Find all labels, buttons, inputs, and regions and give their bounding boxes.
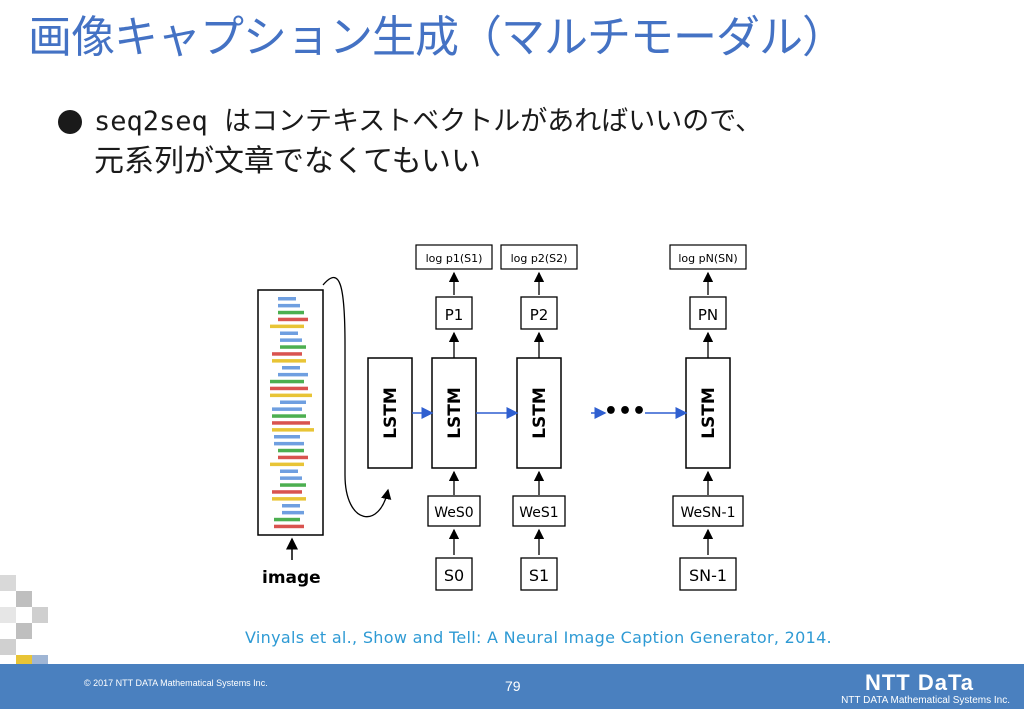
input-token-box (435, 557, 473, 591)
cnn-layer (272, 352, 302, 356)
bullet-dot-icon (58, 110, 82, 134)
brand-logo: NTT DaTa (864, 670, 974, 695)
cnn-layer (282, 510, 304, 515)
citation: Vinyals et al., Show and Tell: A Neural … (245, 628, 832, 647)
encoder-lstm-label: LSTM (381, 387, 401, 439)
cnn-layer (278, 455, 308, 460)
cnn-layer (278, 448, 304, 453)
image-label: image (262, 568, 321, 588)
input-token-box (520, 557, 558, 591)
cnn-layer (278, 303, 300, 308)
decoder-lstm-label: LSTM (699, 387, 719, 439)
cnn-to-lstm-connector (322, 276, 392, 518)
cnn-layer (270, 324, 304, 329)
log-prob-label: log p1(S1) (426, 252, 483, 265)
bullet-line-2: 元系列が文章でなくてもいい (94, 144, 481, 179)
cnn-layer (270, 462, 304, 467)
cnn-layer (270, 379, 304, 384)
cnn-layer (278, 317, 308, 322)
input-token-label: SN-1 (689, 566, 727, 585)
decoder-column: log pN(SN) PN LSTM WeSN-1SN-1 (669, 244, 747, 591)
decoder-lstm-box (516, 357, 562, 469)
log-prob-box (500, 244, 578, 270)
cnn-layer (278, 372, 308, 377)
cnn-network (257, 289, 324, 536)
log-prob-box (669, 244, 747, 270)
cnn-layer (280, 400, 306, 404)
embedding-box (427, 495, 481, 527)
decoder-lstm-box (685, 357, 731, 469)
cnn-layer (272, 414, 306, 418)
brand-subtitle: NTT DATA Mathematical Systems Inc. (841, 695, 1010, 706)
cnn-layer (274, 517, 300, 522)
bullet-line-1: seq2seq はコンテキストベクトルがあればいいので、 (94, 106, 763, 137)
cnn-layer (280, 345, 306, 349)
cnn-layer (272, 421, 310, 425)
embedding-label: WeS1 (519, 505, 558, 521)
input-token-label: S0 (444, 566, 464, 585)
prob-label: P2 (530, 306, 549, 324)
cnn-layer (280, 476, 302, 480)
cnn-layer (280, 338, 302, 342)
ellipsis: ••• (604, 399, 646, 424)
embedding-label: WeSN-1 (681, 505, 736, 521)
input-token-box (679, 557, 737, 591)
cnn-layer (272, 497, 306, 501)
cnn-layer (272, 407, 302, 411)
prob-box (435, 296, 473, 330)
cnn-layer (278, 297, 296, 301)
cnn-layer (272, 428, 314, 432)
page-number: 79 (505, 678, 521, 694)
cnn-layer (282, 504, 300, 508)
log-prob-label: log p2(S2) (511, 252, 568, 265)
cnn-layer (274, 435, 300, 439)
cnn-layer (272, 359, 306, 363)
prob-label: PN (698, 306, 718, 324)
encoder-lstm: LSTM (367, 357, 413, 469)
embedding-box (672, 495, 744, 527)
embedding-box (512, 495, 566, 527)
embedding-label: WeS0 (434, 505, 473, 521)
cnn-layer (280, 469, 298, 473)
log-prob-label: log pN(SN) (678, 252, 737, 265)
cnn-layer (280, 483, 306, 487)
decoder-lstm-label: LSTM (530, 387, 550, 439)
prob-box (520, 296, 558, 330)
bullet-text: seq2seq はコンテキストベクトルがあればいいので、 元系列が文章でなくても… (94, 102, 954, 182)
log-prob-box (415, 244, 493, 270)
slide-title: 画像キャプション生成（マルチモーダル） (28, 12, 846, 63)
footer-bar: © 2017 NTT DATA Mathematical Systems Inc… (0, 664, 1024, 709)
cnn-layer (278, 310, 304, 315)
cnn-layer (272, 490, 302, 494)
cnn-layer (282, 366, 300, 370)
cnn-layer (274, 441, 304, 446)
cnn-layer (280, 331, 298, 335)
cnn-layer (270, 393, 312, 398)
prob-box (689, 296, 727, 330)
decoder-lstm-label: LSTM (445, 387, 465, 439)
cnn-layer (270, 386, 308, 391)
copyright: © 2017 NTT DATA Mathematical Systems Inc… (84, 678, 268, 688)
cnn-layer (274, 524, 304, 529)
prob-label: P1 (445, 306, 464, 324)
input-token-label: S1 (529, 566, 549, 585)
